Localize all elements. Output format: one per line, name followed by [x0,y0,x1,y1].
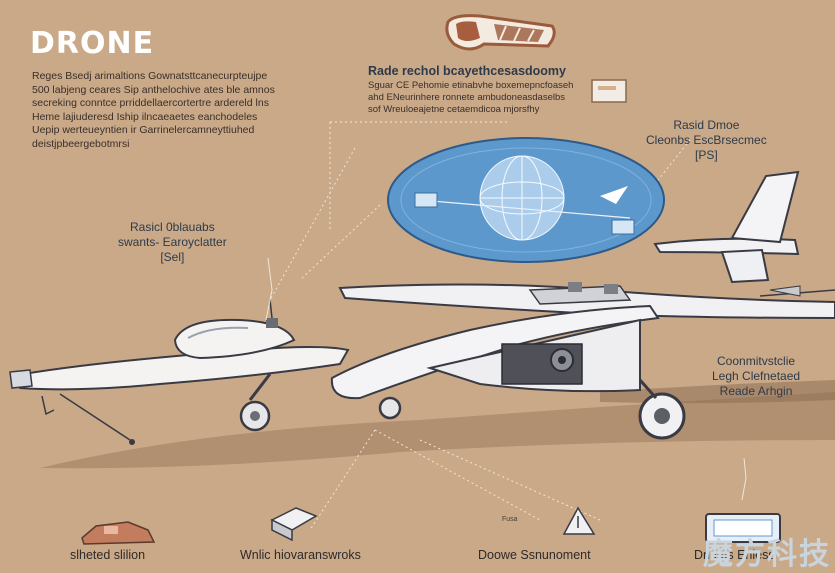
bottom-label-2: Wnlic hiovaranswroks [240,548,361,562]
right-mid-label-line3: Reade Arhgin [719,384,793,398]
small-mark: Fusa [502,516,518,523]
left-label-line3: [Sel] [160,250,185,264]
watermark: 魔方科技 [703,537,831,572]
center-line: sof Wreuloeajetne cetaemdicoa mjorsfhy [368,104,540,115]
intro-line: secreking conntce prriddellaercortertre … [32,97,269,109]
left-label-line2: swants- Earoyclatter [118,235,227,249]
goggles-icon [445,14,556,51]
left-label: Rasicl 0blauabs swants- Earoyclatter [Se… [118,220,227,265]
bottom-label-4: Dnoms Enless [694,548,775,562]
center-paragraph: Sguar CE Pehomie etinabvhe boxemepncfoas… [368,80,593,116]
right-mid-label-line2: Legh Clefnetaed [712,369,801,383]
center-header: Rade rechol bcayethcesasdoomy [368,64,566,78]
center-line: Sguar CE Pehomie etinabvhe boxemepncfoas… [368,80,574,91]
bottom-label-1: slheted slilion [70,548,146,562]
page-title: DRONE [30,26,155,61]
right-mid-label: Coonmitvstclie Legh Clefnetaed Reade Arh… [712,354,800,399]
intro-paragraph: Reges Bsedj arimaltions Gownatsttcanecur… [32,70,282,151]
right-top-label-line3: [PS] [695,148,718,162]
intro-line: Heme lajiuderesd Iship ilncaeaetes eanch… [32,110,258,123]
center-line: ahd ENeurinhere ronnete ambudoneasdaselb… [368,92,565,103]
left-label-line1: Rasicl 0blauabs [129,220,215,234]
intro-line: 500 labjeng ceares Sip anthelochive ates… [32,83,275,96]
right-top-label-line1: Rasid Dmoe [673,118,740,132]
intro-line: Reges Bsedj arimaltions Gownatsttcanecur… [32,70,268,82]
right-mid-label-line1: Coonmitvstclie [717,354,796,368]
bottom-label-3: Doowe Ssnunoment [478,548,591,562]
right-top-label: Rasid Dmoe Cleonbs EscBrsecmec [PS] [646,118,767,163]
small-panel-icon [591,79,627,103]
intro-line: deistjpbeergebotmrsi [32,137,130,150]
intro-line: Uepip werteueyntien ir Garrinelercamneyt… [32,124,255,136]
right-top-label-line2: Cleonbs EscBrsecmec [646,133,767,147]
